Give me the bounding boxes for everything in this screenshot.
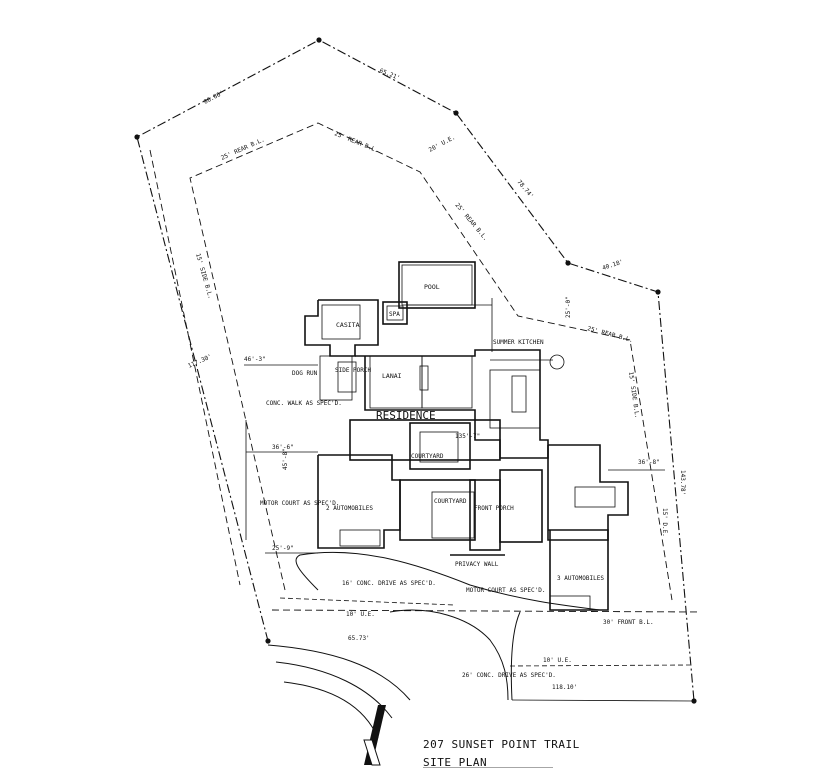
setback-lines — [149, 122, 701, 613]
side-porch-label: SIDE PORCH — [335, 367, 372, 374]
conc-walk-note: CONC. WALK AS SPEC'D. — [266, 400, 342, 407]
boundary-length-label: 143.78' — [679, 470, 686, 495]
garage-left-label: 2 AUTOMOBILES — [326, 505, 373, 512]
boundary-corner-marker — [565, 260, 571, 266]
sheet-title: SITE PLAN — [423, 756, 487, 768]
property-boundary — [134, 37, 697, 704]
rear-bl-label: 25' REAR B.L. — [333, 130, 379, 154]
boundary-corner-marker — [265, 638, 271, 644]
boundary-length-label: 86.86' — [203, 89, 225, 105]
dimension-label: 45'-8" — [282, 448, 289, 470]
north-arrow-icon — [363, 705, 386, 766]
front-bl-label: 30' FRONT B.L. — [603, 619, 654, 626]
motor-court-center-note: MOTOR COURT AS SPEC'D. — [466, 587, 545, 594]
lanai-label: LANAI — [382, 372, 402, 380]
rear-bl-label: 25' REAR B.L. — [586, 325, 633, 344]
dimension-label: 36'-8" — [638, 459, 660, 466]
residence-footprint — [304, 299, 629, 611]
side-bl-label: 15' SIDE B.L. — [194, 253, 214, 300]
address-title: 207 SUNSET POINT TRAIL — [423, 738, 580, 751]
pool-label: POOL — [424, 283, 440, 291]
boundary-length-label: 40.18' — [601, 259, 624, 272]
boundary-corner-marker — [316, 37, 322, 43]
boundary-length-label: 118.10' — [552, 684, 577, 691]
boundary-length-label: 65.21' — [378, 67, 401, 82]
room-labels: POOL SPA CASITA LANAI RESIDENCE COURTYAR… — [292, 283, 604, 582]
spa-label: SPA — [389, 311, 400, 318]
conc-drive-upper-note: 16' CONC. DRIVE AS SPEC'D. — [342, 580, 436, 587]
driveway — [267, 551, 695, 739]
front-porch-label: FRONT PORCH — [474, 505, 514, 512]
dimension-label: 36'-6" — [272, 444, 294, 451]
boundary-corner-marker — [134, 134, 140, 140]
garage-right-label: 3 AUTOMOBILES — [557, 575, 604, 582]
boundary-length-label: 117.30' — [187, 353, 213, 370]
side-bl-label: 15' SIDE B.L. — [627, 371, 640, 418]
privacy-wall-label: PRIVACY WALL — [455, 561, 499, 568]
courtyard-upper-label: COURTYARD — [411, 453, 444, 460]
dimension-label: 135'-7" — [455, 433, 480, 440]
courtyard-lower-label: COURTYARD — [434, 498, 467, 505]
boundary-corner-marker — [655, 289, 661, 295]
utility-easement-label: 10' U.E. — [346, 611, 375, 618]
dimension-labels: 25' REAR B.L. 25' REAR B.L. 25' REAR B.L… — [187, 67, 686, 691]
dimension-label: 46'-3" — [244, 356, 266, 363]
rear-bl-label: 25' REAR B.L. — [220, 136, 266, 161]
dimension-label: 25'-0" — [565, 296, 572, 318]
boundary-length-label: 65.73' — [348, 635, 370, 642]
summer-kitchen-label: SUMMER KITCHEN — [493, 339, 544, 346]
utility-easement-label: 20' U.E. — [428, 134, 457, 154]
residence-label: RESIDENCE — [376, 409, 436, 422]
drainage-easement-label: 15' D.E. — [661, 508, 668, 537]
title-block: 207 SUNSET POINT TRAIL SITE PLAN — [423, 738, 580, 768]
casita-label: CASITA — [336, 321, 360, 329]
boundary-corner-marker — [453, 110, 459, 116]
rear-bl-label: 25' REAR B.L. — [453, 202, 489, 242]
pool — [382, 261, 493, 352]
dog-run-label: DOG RUN — [292, 370, 318, 377]
site-notes: CONC. WALK AS SPEC'D. MOTOR COURT AS SPE… — [260, 400, 556, 679]
utility-easement-label: 10' U.E. — [543, 657, 572, 664]
dimension-label: 25'-9" — [272, 545, 294, 552]
motor-court-left-note: MOTOR COURT AS SPEC'D. — [260, 500, 339, 507]
dimension-lines — [244, 364, 665, 554]
conc-drive-lower-note: 26' CONC. DRIVE AS SPEC'D. — [462, 672, 556, 679]
